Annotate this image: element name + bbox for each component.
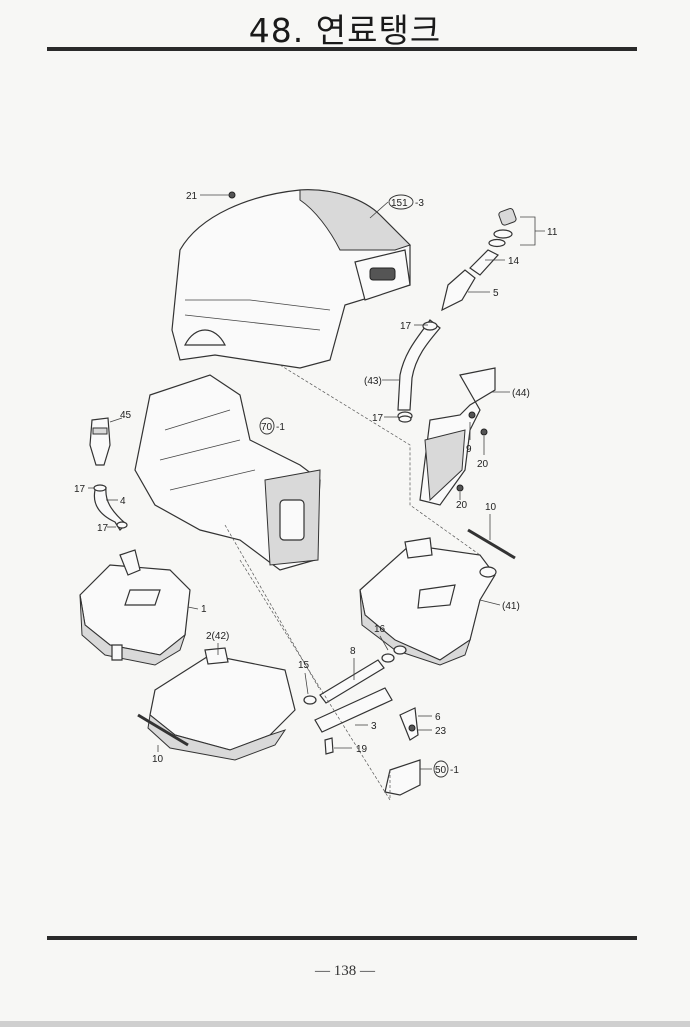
callout-19: 19 bbox=[356, 744, 368, 755]
filler-cap-part bbox=[441, 208, 517, 312]
callout-17d: 17 bbox=[97, 523, 109, 534]
filler-hose-part bbox=[397, 319, 441, 421]
callout-21: 21 bbox=[186, 191, 198, 202]
fuel-line-part bbox=[303, 645, 407, 705]
callout-6: 6 bbox=[435, 712, 441, 723]
callout-70: 70 bbox=[261, 422, 273, 433]
callout-15: 15 bbox=[298, 660, 310, 671]
frame-part bbox=[134, 374, 321, 571]
callout-70-1: 70 -1 bbox=[259, 417, 285, 435]
callout-16: 16 bbox=[374, 624, 386, 635]
page-number: — 138 — bbox=[315, 963, 375, 979]
fuel-valve-part bbox=[89, 417, 111, 466]
callout-3: 3 bbox=[371, 721, 377, 732]
callout-17a: 17 bbox=[400, 321, 412, 332]
scan-edge bbox=[0, 1021, 690, 1027]
footer-rule bbox=[47, 936, 637, 940]
left-fuel-tank-part bbox=[79, 549, 191, 666]
callout-9: 9 bbox=[466, 444, 472, 455]
callout-11: 11 bbox=[547, 227, 558, 238]
callout-5: 5 bbox=[493, 288, 499, 299]
callout-50-1: 50 -1 bbox=[433, 760, 459, 778]
callout-8: 8 bbox=[350, 646, 356, 657]
right-fuel-tank-part bbox=[359, 537, 497, 666]
callout-70-suffix: -1 bbox=[276, 422, 285, 433]
page-title: 48. 연료탱크 bbox=[248, 11, 442, 50]
callout-50: 50 bbox=[435, 765, 447, 776]
bolt-20a bbox=[480, 428, 488, 436]
rod-part-lower bbox=[137, 713, 189, 747]
main-fuel-tank-part bbox=[147, 647, 296, 761]
callout-44: (44) bbox=[512, 388, 530, 399]
callout-50-suffix: -1 bbox=[450, 765, 459, 776]
hood-cover-part bbox=[171, 189, 411, 369]
callout-43: (43) bbox=[364, 376, 382, 387]
callout-41: (41) bbox=[502, 601, 520, 612]
callout-17b: 17 bbox=[372, 413, 384, 424]
callout-20b: 20 bbox=[456, 500, 468, 511]
tank-bracket-part bbox=[419, 367, 496, 506]
clamp-17b bbox=[398, 415, 412, 423]
callout-45: 45 bbox=[120, 410, 132, 421]
callout-17c: 17 bbox=[74, 484, 86, 495]
callout-151-3: 151 -3 bbox=[388, 194, 424, 210]
header-rule bbox=[47, 47, 637, 51]
callout-4: 4 bbox=[120, 496, 126, 507]
bolt-9 bbox=[468, 411, 476, 419]
callout-14: 14 bbox=[508, 256, 520, 267]
callout-151-suffix: -3 bbox=[415, 198, 424, 209]
bolt-20b bbox=[456, 484, 464, 492]
small-hose-part bbox=[93, 484, 128, 531]
callout-20a: 20 bbox=[477, 459, 489, 470]
support-bracket-part bbox=[384, 707, 421, 796]
callout-10a: 10 bbox=[485, 502, 497, 513]
mounting-bracket-part bbox=[314, 687, 393, 755]
callout-1: 1 bbox=[201, 604, 207, 615]
rod-part-upper bbox=[467, 528, 516, 560]
callout-151: 151 bbox=[391, 198, 408, 209]
callout-23: 23 bbox=[435, 726, 447, 737]
callout-2-42: 2(42) bbox=[206, 631, 229, 642]
callout-10b: 10 bbox=[152, 754, 164, 765]
